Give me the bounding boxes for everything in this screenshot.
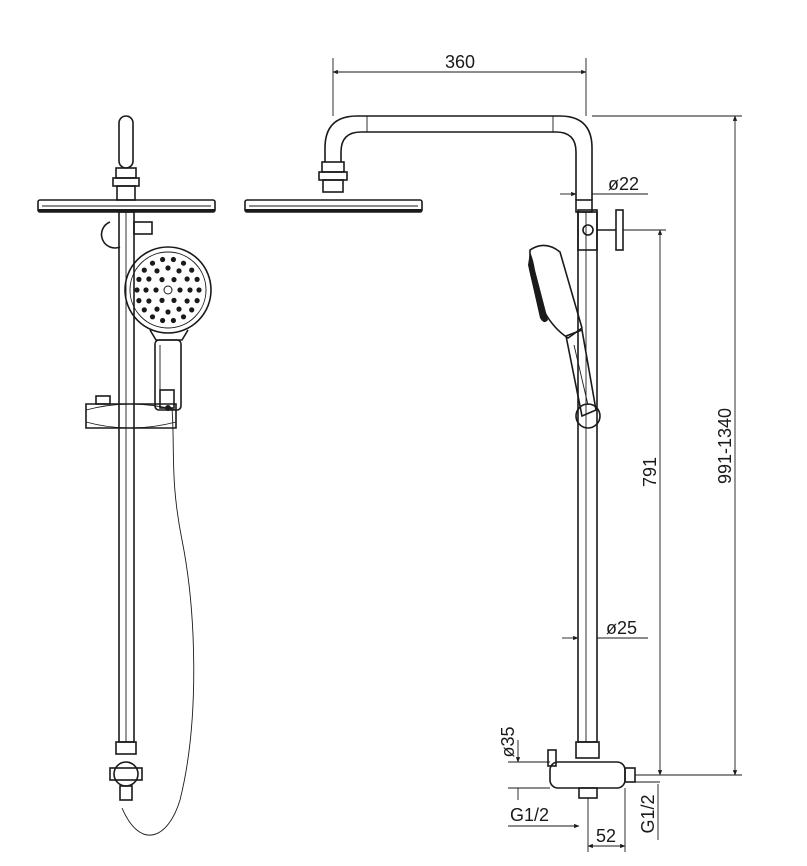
- dim-label-inlet-offset: 52: [596, 826, 616, 846]
- side-hand-shower: [528, 244, 601, 429]
- nozzle-dot: [143, 287, 149, 293]
- nozzle-dot: [165, 265, 171, 271]
- nozzle-dot: [189, 267, 195, 273]
- front-hand-shower: [124, 246, 212, 411]
- dim-label-height-mid: 791: [640, 457, 660, 487]
- nozzle-dot: [149, 260, 156, 266]
- nozzle-dot: [153, 287, 159, 293]
- nozzle-dot: [154, 306, 160, 312]
- nozzle-dot: [141, 267, 147, 273]
- front-rain-head: [37, 199, 216, 213]
- nozzle-dot: [194, 298, 200, 304]
- nozzle-pattern: [134, 256, 202, 324]
- dim-label-pipe-upper: ø22: [608, 174, 639, 194]
- dim-label-width: 360: [445, 52, 475, 72]
- dim-label-inlet-left: G1/2: [510, 805, 549, 825]
- nozzle-dot: [136, 276, 142, 282]
- nozzle-center: [163, 285, 173, 295]
- nozzle-dot: [136, 298, 142, 304]
- nozzle-dot: [165, 309, 171, 315]
- side-overhead-arm: [318, 115, 593, 200]
- dim-label-inlet-right: G1/2: [638, 794, 658, 833]
- nozzle-dot: [184, 298, 190, 304]
- nozzle-dot: [176, 268, 182, 274]
- nozzle-dot: [189, 307, 195, 313]
- nozzle-dot: [180, 314, 187, 320]
- nozzle-dot: [171, 277, 177, 283]
- nozzle-dot: [194, 276, 200, 282]
- nozzle-dot: [154, 268, 160, 274]
- nozzle-dot: [180, 260, 187, 266]
- dim-label-mixer-body: ø35: [498, 726, 518, 757]
- nozzle-dot: [187, 287, 193, 293]
- nozzle-dot: [196, 287, 202, 293]
- nozzle-dot: [170, 256, 176, 263]
- side-view: 360 ø22 ø25 791 991-1340: [244, 52, 742, 852]
- nozzle-dot: [184, 276, 190, 282]
- nozzle-dot: [146, 276, 152, 282]
- side-riser-pipe: [575, 199, 624, 743]
- dim-inlet-left: G1/2: [508, 805, 580, 829]
- nozzle-dot: [159, 277, 165, 283]
- dim-pipe-lower: ø25: [562, 618, 648, 641]
- dim-height-mid: 791: [623, 229, 666, 776]
- dim-inlet-right: G1/2: [635, 781, 660, 840]
- front-bottom-bracket: [109, 741, 143, 801]
- nozzle-dot: [159, 297, 165, 303]
- nozzle-dot: [149, 314, 156, 320]
- nozzle-dot: [171, 297, 177, 303]
- dim-pipe-upper: ø22: [560, 174, 648, 197]
- nozzle-dot: [146, 298, 152, 304]
- nozzle-dot: [170, 317, 176, 324]
- nozzle-dot: [160, 256, 166, 263]
- side-mixer-body: [547, 741, 636, 799]
- dim-width-top: 360: [332, 52, 587, 116]
- nozzle-dot: [177, 287, 183, 293]
- front-hose: [121, 407, 195, 836]
- nozzle-dot: [141, 307, 147, 313]
- dim-mixer-body: ø35: [498, 726, 550, 800]
- dim-height-total: 991-1340: [592, 115, 742, 776]
- dim-label-height-total: 991-1340: [715, 408, 735, 484]
- dim-label-pipe-lower: ø25: [606, 618, 637, 638]
- front-view: [37, 115, 216, 836]
- nozzle-dot: [134, 287, 140, 293]
- nozzle-dot: [176, 306, 182, 312]
- dim-inlet-offset: 52: [587, 788, 626, 852]
- front-slider-holder: [85, 395, 177, 429]
- side-rain-head: [244, 199, 423, 213]
- front-shower-arm: [112, 115, 140, 201]
- nozzle-dot: [160, 317, 166, 324]
